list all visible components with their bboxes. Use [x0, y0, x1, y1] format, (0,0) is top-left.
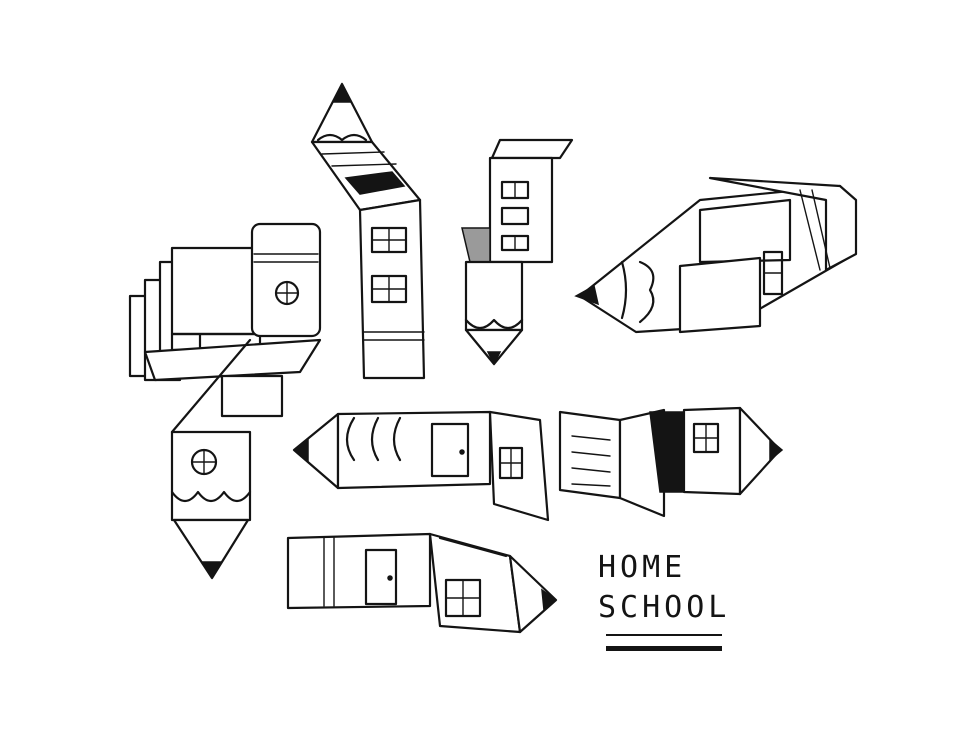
- pencil-house-stacked-books: [128, 222, 322, 580]
- caption-school: SCHOOL: [598, 590, 731, 625]
- home-school-caption: HOME SCHOOL: [598, 548, 738, 651]
- pencil-house-tall: [310, 82, 426, 380]
- pencil-house-bottom: [286, 532, 558, 634]
- caption-underline-thick: [606, 646, 722, 651]
- open-book-house-pencil: [558, 406, 784, 518]
- caption-home: HOME: [598, 550, 687, 585]
- pencil-house-with-door-book: [292, 410, 550, 522]
- book-house-pencil: [461, 138, 574, 366]
- caption-underline: [606, 634, 722, 636]
- pencil-book-house-large: [574, 176, 858, 334]
